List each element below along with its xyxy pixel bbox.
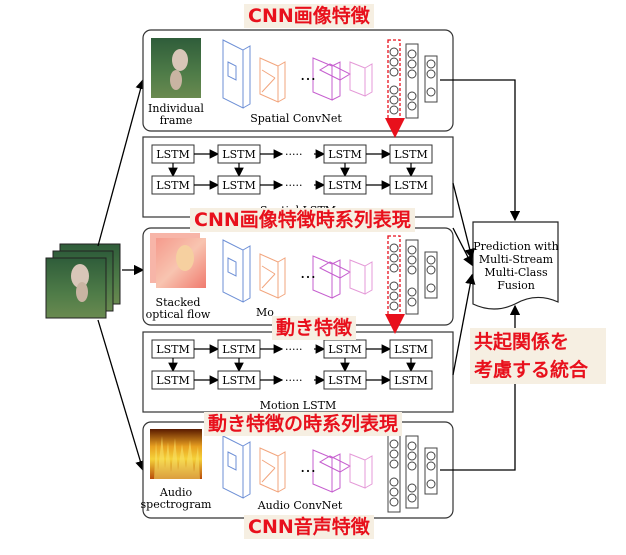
fusion-line-4: Fusion (497, 279, 535, 292)
annotation-cnn-audio-feature: CNN音声特徴 (244, 515, 374, 539)
lstm-cell-label: LSTM (394, 343, 427, 356)
lstm-cell-label: LSTM (328, 148, 361, 161)
lstm-cell-label: LSTM (328, 343, 361, 356)
motion-net-label: Mo (256, 306, 274, 319)
fusion-line-1: Prediction with (473, 240, 558, 253)
lstm-cell (389, 370, 433, 390)
motion-input-label-1: Stacked (156, 296, 201, 309)
lstm-cell-label: LSTM (156, 343, 189, 356)
audio-fc-columns (387, 431, 438, 513)
lstm-cell-label: LSTM (222, 179, 255, 192)
spatial-ellipsis: … (300, 65, 316, 84)
motion-convnet-cubes (222, 239, 373, 303)
lstm-cell-label: LSTM (222, 148, 255, 161)
audio-input-label-2: spectrogram (141, 498, 213, 511)
annotation-fusion-note-line-2: 考慮する統合 (474, 359, 589, 381)
lstm-ellipsis: ····· (285, 374, 302, 387)
lstm-cell-label: LSTM (156, 179, 189, 192)
fusion-block: Prediction with Multi-Stream Multi-Class… (472, 221, 559, 310)
motion-fc-columns (387, 235, 438, 319)
spatial-input-label-1: Individual (148, 102, 204, 115)
annotation-motion-feature: 動き特徴 (272, 316, 357, 340)
lstm-cell (389, 175, 433, 195)
spatial-convnet-cubes (222, 39, 373, 109)
lstm-cell-label: LSTM (394, 179, 427, 192)
spatial-net-label: Spatial ConvNet (250, 112, 342, 125)
annotation-cnn-image-temporal: CNN画像特徴時系列表現 (190, 208, 415, 232)
motion-input-label-2: optical flow (146, 308, 211, 321)
motion-lstm-grid: LSTM LSTM ····· LSTM LSTM LSTM LSTM ····· LSTM LS… (151, 339, 433, 390)
fusion-line-2: Multi-Stream (479, 253, 554, 266)
annotation-fusion-note-line-1: 共起関係を (474, 331, 570, 353)
lstm-cell-label: LSTM (328, 374, 361, 387)
lstm-cell-label: LSTM (156, 374, 189, 387)
optical-flow-thumbnail (150, 233, 206, 288)
spectrogram-thumbnail (150, 429, 202, 479)
spatial-input-label-2: frame (160, 114, 193, 127)
lstm-cell-label: LSTM (156, 148, 189, 161)
lstm-ellipsis: ····· (285, 148, 302, 161)
spatial-frame-thumbnail (151, 38, 201, 98)
annotation-fusion-note: 共起関係を 考慮する統合 (470, 328, 606, 384)
audio-input-label-1: Audio (159, 486, 193, 499)
fusion-line-3: Multi-Class (484, 266, 548, 279)
motion-ellipsis: … (300, 263, 316, 282)
spatial-fc-columns (387, 39, 438, 123)
lstm-cell-label: LSTM (328, 179, 361, 192)
fusion-arrows (440, 79, 521, 471)
motion-lstm-caption: Motion LSTM (260, 399, 336, 412)
lstm-cell-label: LSTM (222, 343, 255, 356)
input-video-stack (45, 243, 121, 319)
audio-net-label: Audio ConvNet (257, 499, 343, 512)
lstm-cell-label: LSTM (222, 374, 255, 387)
input-arrows (97, 78, 146, 472)
annotation-motion-temporal: 動き特徴の時系列表現 (204, 412, 403, 436)
annotation-cnn-image-feature: CNN画像特徴 (244, 4, 374, 28)
lstm-cell-label: LSTM (394, 374, 427, 387)
lstm-ellipsis: ····· (285, 343, 302, 356)
audio-convnet-cubes (222, 435, 373, 499)
audio-ellipsis: … (300, 457, 316, 476)
lstm-cell-label: LSTM (394, 148, 427, 161)
lstm-ellipsis: ····· (285, 179, 302, 192)
spatial-lstm-grid: LSTM LSTM ····· LSTM LSTM LSTM LSTM ····· LSTM LS… (151, 144, 433, 195)
